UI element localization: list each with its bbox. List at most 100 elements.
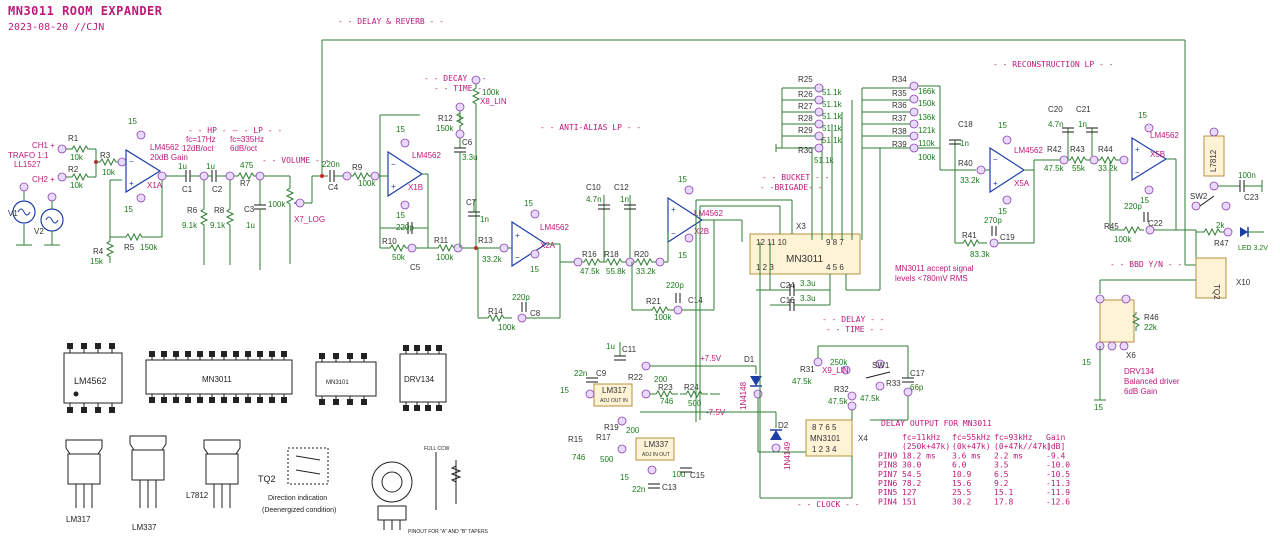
delay-table-cell: 18.2 ms — [902, 451, 936, 460]
section-delay-reverb: - - DELAY & REVERB - - — [338, 17, 444, 26]
svg-text:R31: R31 — [800, 365, 815, 374]
svg-text:LM317: LM317 — [602, 386, 627, 395]
delay-table-cell: -12.6 — [1046, 497, 1070, 506]
svg-text:+: + — [391, 182, 396, 191]
pinout-mn3101: MN3101 — [315, 353, 377, 405]
package-l7812: L7812 — [186, 439, 241, 508]
potentiometer-x9[interactable]: 250k X9_LIN — [822, 358, 885, 391]
svg-text:ADJ OUT IN: ADJ OUT IN — [600, 398, 628, 404]
svg-text:9.1k: 9.1k — [182, 221, 198, 230]
svg-text:C7: C7 — [466, 198, 477, 207]
svg-text:X9_LIN: X9_LIN — [822, 366, 849, 375]
section-clock: - - CLOCK - - — [797, 500, 860, 509]
svg-text:X1A: X1A — [147, 181, 163, 190]
svg-text:C3: C3 — [244, 205, 255, 214]
pin-pad — [233, 397, 239, 403]
svg-text:C2: C2 — [212, 185, 223, 194]
svg-text:(Deenergized condition): (Deenergized condition) — [262, 507, 336, 514]
svg-text:1n: 1n — [620, 195, 629, 204]
delay-table-cell: 30.0 — [902, 461, 921, 470]
svg-text:SW2: SW2 — [1190, 192, 1208, 201]
svg-text:10k: 10k — [70, 181, 84, 190]
pin-pad — [81, 343, 87, 349]
svg-text:150k: 150k — [918, 99, 936, 108]
svg-text:L7812: L7812 — [186, 491, 209, 500]
delay-table-cell: 10.9 — [952, 470, 971, 479]
svg-text:500: 500 — [688, 399, 702, 408]
delay-table-header-cell: Gain — [1046, 433, 1065, 442]
svg-text:C11: C11 — [622, 345, 637, 354]
capacitor-c16: C16 3.3u — [770, 294, 830, 311]
svg-text:X3: X3 — [796, 222, 806, 231]
svg-text:200: 200 — [654, 375, 668, 384]
svg-text:C16: C16 — [780, 296, 795, 305]
svg-text:R44: R44 — [1098, 145, 1113, 154]
pin-pad — [185, 351, 191, 357]
svg-text:10k: 10k — [70, 153, 84, 162]
svg-text:R28: R28 — [798, 114, 813, 123]
svg-text:C10: C10 — [586, 183, 601, 192]
svg-text:C23: C23 — [1244, 193, 1259, 202]
svg-text:R20: R20 — [634, 250, 649, 259]
svg-text:15: 15 — [124, 205, 133, 214]
section-bbd-yn: - - BBD Y/N - - — [1110, 260, 1182, 269]
svg-text:C15: C15 — [690, 471, 705, 480]
svg-text:LM4562: LM4562 — [150, 143, 179, 152]
svg-text:R6: R6 — [187, 206, 198, 215]
pin-pad — [361, 353, 367, 359]
svg-text:TQ2: TQ2 — [258, 474, 276, 484]
svg-text:150k: 150k — [140, 243, 158, 252]
svg-text:220p: 220p — [512, 293, 530, 302]
svg-text:−: − — [1135, 168, 1140, 177]
svg-text:X4: X4 — [858, 434, 868, 443]
svg-text:15: 15 — [128, 117, 137, 126]
delay-table-cell: 78.2 — [902, 479, 921, 488]
delay-table-cell: -9.4 — [1046, 451, 1065, 460]
svg-text:15: 15 — [1094, 403, 1103, 412]
svg-text:3.3u: 3.3u — [800, 294, 816, 303]
svg-text:+: + — [993, 179, 998, 188]
pin-pad — [361, 399, 367, 405]
svg-text:51.1k: 51.1k — [822, 100, 843, 109]
svg-text:33.2k: 33.2k — [1098, 164, 1119, 173]
pin-pad — [149, 351, 155, 357]
svg-text:MN3011: MN3011 — [786, 254, 823, 265]
pin-pad — [161, 351, 167, 357]
switch-sw1[interactable]: SW1 — [865, 361, 891, 379]
svg-text:33.2k: 33.2k — [636, 267, 657, 276]
pinout-mn3011: MN3011 — [145, 351, 293, 403]
section-reconstruction: - - RECONSTRUCTION LP - - — [993, 60, 1113, 69]
svg-text:LM317: LM317 — [66, 515, 91, 524]
svg-text:R37: R37 — [892, 114, 907, 123]
svg-text:15: 15 — [620, 473, 629, 482]
pin-pad — [403, 345, 409, 351]
svg-text:100k: 100k — [436, 253, 454, 262]
svg-text:R24: R24 — [684, 383, 699, 392]
svg-text:55.8k: 55.8k — [606, 267, 627, 276]
svg-text:R1: R1 — [68, 134, 79, 143]
svg-text:100k: 100k — [498, 323, 516, 332]
svg-text:LM4562: LM4562 — [1014, 146, 1043, 155]
svg-text:X6: X6 — [1126, 351, 1136, 360]
svg-text:R16: R16 — [582, 250, 597, 259]
svg-text:500: 500 — [600, 455, 614, 464]
switch-sw2[interactable]: SW2 — [1190, 192, 1231, 211]
delay-table-cell: PIN6 — [878, 479, 897, 488]
svg-text:15: 15 — [530, 265, 539, 274]
svg-text:15: 15 — [524, 199, 533, 208]
svg-text:SW1: SW1 — [872, 361, 890, 370]
package-lm337: LM337 — [129, 435, 167, 532]
svg-text:R46: R46 — [1144, 313, 1159, 322]
